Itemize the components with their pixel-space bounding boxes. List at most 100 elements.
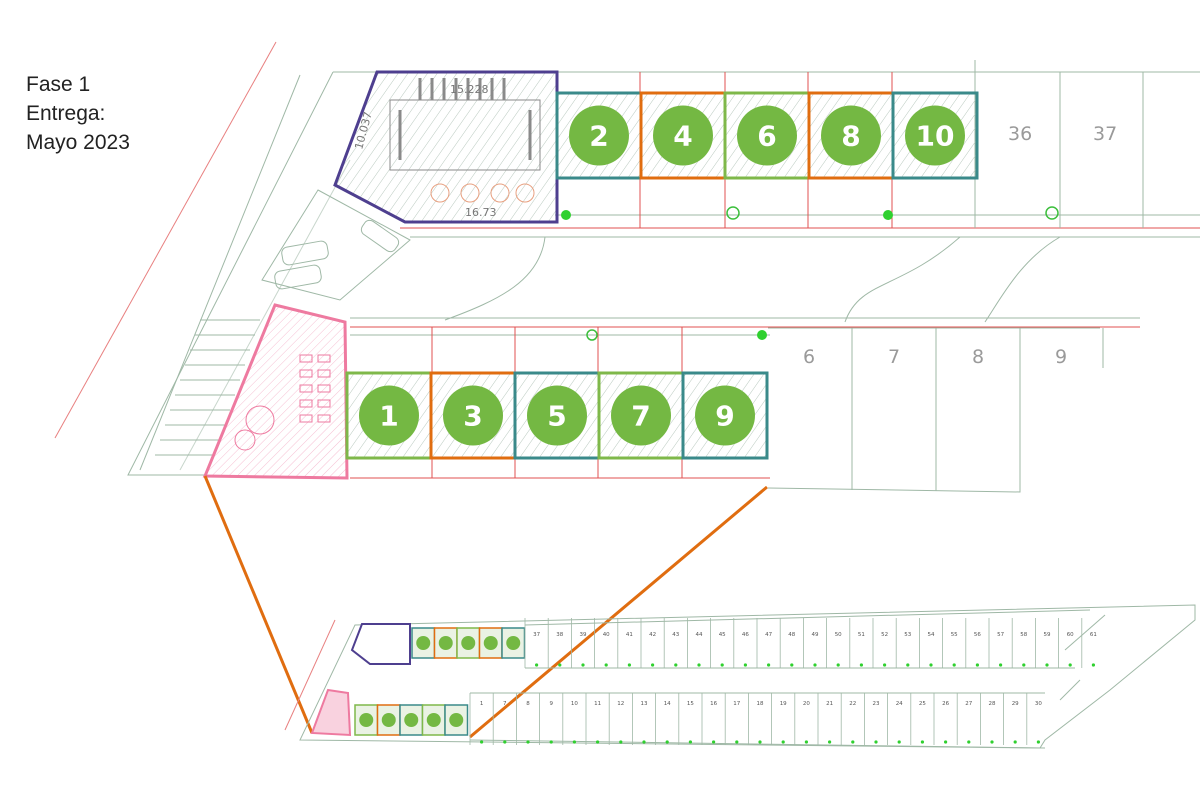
overview-top-lot-44: 44 (696, 632, 703, 638)
overview-bottom-lot-16: 16 (710, 701, 717, 707)
mini-lot-3-badge (381, 713, 396, 727)
lot-10-badge (905, 105, 965, 166)
lot-4-badge (653, 105, 713, 166)
lot-2-number: 2 (589, 120, 608, 153)
overview-bottom-lot-13: 13 (641, 701, 648, 707)
overview-bottom-marker (851, 740, 855, 744)
overview-top-lot-55: 55 (951, 632, 958, 638)
mini-lot-5-badge (404, 713, 419, 727)
lot-2-badge (569, 105, 629, 166)
lot-9-number: 9 (715, 400, 734, 433)
lot-6-gray-label: 6 (803, 346, 815, 368)
overview-top-marker (836, 663, 840, 667)
overview-top-lot-58: 58 (1020, 632, 1027, 638)
overview-top-lot-41: 41 (626, 632, 633, 638)
overview-bottom-marker (572, 740, 577, 744)
overview-bottom-lot-23: 23 (873, 701, 880, 707)
overview-top-lot-52: 52 (881, 632, 888, 638)
overview-bottom-marker (526, 740, 530, 744)
overview-bottom-lot-9: 9 (549, 701, 553, 707)
overview-top-marker (535, 663, 539, 667)
overview-top-marker (813, 663, 817, 667)
lot-9[interactable]: 9 (681, 371, 769, 460)
overview-bottom-marker (665, 740, 669, 744)
lot-36-label: 36 (1008, 123, 1032, 145)
overview-bottom-marker (1036, 740, 1040, 744)
overview-top-lot-37: 37 (533, 632, 540, 638)
clubhouse[interactable]: 15.228 10.037 16.73 (333, 70, 559, 224)
overview-bottom-marker (990, 740, 994, 744)
lot-5[interactable]: 5 (513, 371, 601, 460)
overview-bottom-marker (804, 740, 809, 744)
lot-1-badge (359, 385, 419, 446)
phase-title: Fase 1 (26, 73, 91, 96)
overview-top-lot-40: 40 (603, 632, 610, 638)
overview-top-lot-60: 60 (1067, 632, 1074, 638)
overview-top-lot-54: 54 (928, 632, 935, 638)
overview-top-lot-57: 57 (997, 632, 1004, 638)
overview-bottom-lot-15: 15 (687, 701, 694, 707)
overview-bottom-marker (920, 740, 925, 744)
overview-bottom-lot-7: 7 (503, 701, 507, 707)
lot-2[interactable]: 2 (555, 91, 643, 180)
overview-bottom-marker (712, 740, 716, 744)
overview-bottom-lot-19: 19 (780, 701, 787, 707)
overview-top-marker (859, 663, 864, 667)
overview-bottom-marker (967, 740, 971, 744)
mini-lot-2-badge (416, 636, 431, 650)
overview-bottom-marker (897, 740, 901, 744)
overview-bottom-lot-17: 17 (733, 701, 740, 707)
lot-8-number: 8 (841, 120, 860, 153)
overview-bottom-lot-10: 10 (571, 701, 578, 707)
lot-10[interactable]: 10 (891, 91, 979, 180)
overview-bottom-marker (828, 740, 832, 744)
lot-1-number: 1 (379, 400, 398, 433)
lot-6[interactable]: 6 (723, 91, 811, 180)
overview-top-lot-56: 56 (974, 632, 981, 638)
overview-top-marker (604, 663, 608, 667)
lot-3[interactable]: 3 (429, 371, 517, 460)
lot-3-badge (443, 385, 503, 446)
overview-top-lot-39: 39 (580, 632, 587, 638)
overview-bottom-marker (735, 740, 739, 744)
mini-lot-4-badge (438, 636, 453, 650)
overview-bottom-marker (503, 740, 507, 744)
tree-icons (561, 206, 1059, 341)
lot-1[interactable]: 1 (345, 371, 433, 460)
zoom-connector (203, 475, 768, 739)
overview-top-lot-61: 61 (1090, 632, 1097, 638)
overview-top-marker (1045, 663, 1049, 667)
overview-bottom-lot-30: 30 (1035, 701, 1042, 707)
overview-top-marker (651, 663, 655, 667)
lot-7[interactable]: 7 (597, 371, 685, 460)
overview-top-lot-49: 49 (812, 632, 819, 638)
overview-top-marker (627, 663, 632, 667)
overview-top-lot-42: 42 (649, 632, 656, 638)
mini-lot-10-badge (506, 636, 521, 650)
lot-8[interactable]: 8 (807, 91, 895, 180)
overview-top-marker (697, 663, 701, 667)
delivery-label: Entrega: (26, 102, 106, 125)
overview-bottom-marker (758, 740, 762, 744)
overview-bottom-lot-21: 21 (826, 701, 833, 707)
overview-top-lot-50: 50 (835, 632, 842, 638)
lot-7-badge (611, 385, 671, 446)
overview-top-marker (1068, 663, 1072, 667)
overview-bottom-lot-11: 11 (594, 701, 601, 707)
lot-8-gray-label: 8 (972, 346, 984, 368)
lot-8-badge (821, 105, 881, 166)
overview-top-marker (720, 663, 724, 667)
lot-7-number: 7 (631, 400, 650, 433)
overview-top-marker (790, 663, 794, 667)
overview-top-lot-59: 59 (1044, 632, 1051, 638)
overview-bottom-marker (781, 740, 785, 744)
mini-lot-8-badge (483, 636, 498, 650)
overview-top-lot-53: 53 (904, 632, 911, 638)
lot-4[interactable]: 4 (639, 91, 727, 180)
overview-top-marker (883, 663, 887, 667)
overview-bottom-lot-8: 8 (526, 701, 530, 707)
amenity-area[interactable] (202, 303, 349, 480)
